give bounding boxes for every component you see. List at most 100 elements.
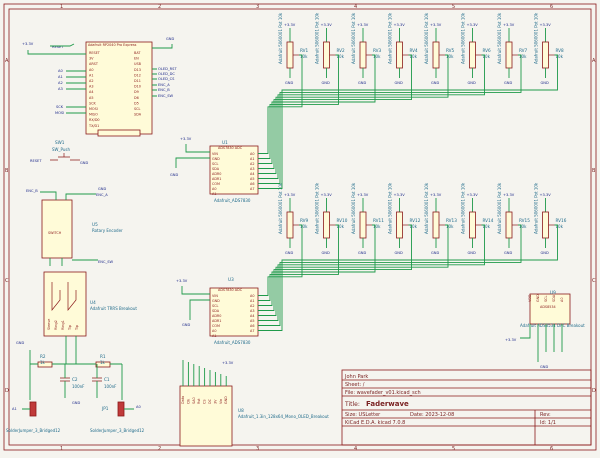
- adc1-pin-left: A1: [212, 192, 216, 196]
- pot-3v3: +3.3V: [430, 193, 442, 197]
- u4-pin: Tip: [68, 325, 72, 331]
- u8-pin: GND: [224, 396, 228, 404]
- pot-ref: RV9: [300, 218, 309, 223]
- net-mosi: MOSI: [55, 111, 64, 115]
- u8-value: Adafruit_1.3in_128x64_Mono_OLED_Breakout: [238, 414, 329, 419]
- u9-value: Adafruit ADS8534 DAC Breakout: [520, 323, 585, 328]
- border-col-top: 4: [354, 4, 357, 10]
- pot-3v3: +3.3V: [503, 23, 515, 27]
- tb-kicad: KiCad E.D.A. kicad 7.0.8: [345, 420, 405, 426]
- adc2-pin-right: A1: [250, 299, 254, 303]
- u8-body: [179, 385, 233, 447]
- mcu-block[interactable]: Adafruit RP2040 Pro Express RESET3VARSTA…: [85, 41, 153, 137]
- adc1-pin-right: A1: [250, 157, 254, 161]
- tb-size: Size: USLetter: [345, 412, 381, 418]
- u8-pin: Data: [181, 396, 185, 404]
- border-col-top: 6: [550, 4, 553, 10]
- pot-value: 10k: [519, 54, 527, 59]
- pot-gnd: GND: [358, 251, 366, 255]
- u8-pin: 3V: [213, 399, 217, 404]
- pot-value: 10k: [373, 224, 381, 229]
- u9-block[interactable]: U9 Adafruit ADS8534 DAC Breakout ADS8534…: [505, 290, 585, 369]
- pot-ref: RV7: [519, 48, 528, 53]
- u5-enc-sw-label: ENC_SW: [98, 260, 114, 264]
- adc2-pin-right: A0: [250, 294, 254, 298]
- u8-block[interactable]: U8 Adafruit_1.3in_128x64_Mono_OLED_Break…: [179, 360, 329, 447]
- adc-pot-wire: [258, 224, 485, 321]
- net-enc-b: ENC_B: [158, 88, 170, 92]
- adc2-pin-left: SCL: [212, 304, 219, 308]
- adc-pot-wire: [258, 224, 412, 311]
- pot-value: 10k: [337, 224, 345, 229]
- adc1-3v3: +3.3V: [180, 137, 192, 141]
- net-oled-rst: OLED_RST: [158, 67, 177, 71]
- pot-gnd: GND: [395, 251, 403, 255]
- adc-pot-wire: [258, 54, 485, 179]
- adc-pot-wire: [258, 224, 376, 306]
- net-enc-a: ENC_A: [158, 83, 170, 87]
- pot-ref: RV12: [410, 218, 421, 223]
- jumpers: A1 SolderJumper_3_Bridged12 JP1 A0 Solde…: [6, 401, 145, 433]
- adc2-block[interactable]: U3 ADS7830 ADC Adafruit_ADS7830 VINGNDSC…: [176, 277, 259, 345]
- mcu-pin-left: MISO: [89, 113, 98, 117]
- pot-ref: RV8: [556, 48, 565, 53]
- pot-3v3: +3.3V: [540, 23, 552, 27]
- u5-block[interactable]: SWITCH U5 Rotary Encoder ENC_B ENC_A ENC…: [26, 187, 123, 266]
- pot-gnd: GND: [431, 251, 439, 255]
- border-row-left: C: [5, 278, 9, 284]
- pot-3v3: +3.3V: [321, 193, 333, 197]
- border-row-left: A: [5, 58, 9, 64]
- adc2-pin-right: A2: [250, 304, 254, 308]
- sw1-ref: SW1: [55, 140, 65, 145]
- u5-body: [41, 199, 73, 259]
- mcu-pin-left: A0: [89, 68, 93, 72]
- net-oled-cs: OLED_CS: [158, 77, 175, 81]
- u9-gnd: GND: [540, 365, 548, 369]
- adc1-value: Adafruit_ADS7830: [214, 198, 251, 203]
- u5-ref: U5: [92, 222, 98, 227]
- adc1-pin-right: A4: [250, 172, 254, 176]
- border-col-bottom: 4: [354, 446, 357, 452]
- pot-body: [542, 211, 549, 239]
- pot-ref: RV16: [556, 218, 567, 223]
- u9-pin: SDA: [552, 294, 556, 302]
- adc1-block[interactable]: U1 ADS7830 ADC Adafruit_ADS7830 VINGNDSC…: [170, 137, 259, 203]
- pot-value: 10k: [300, 224, 308, 229]
- u8-pin: Clk: [186, 399, 190, 404]
- mcu-pin-right: SCL: [134, 107, 141, 111]
- pot-footprint: Adafruit 5060001 Pot 10k: [534, 12, 539, 64]
- pot-value: 10k: [446, 54, 454, 59]
- adc1-pin-right: A7: [250, 187, 254, 191]
- adc2-gnd: GND: [182, 323, 190, 327]
- adc1-pin-left: ADR0: [212, 172, 221, 176]
- pot-body: [396, 41, 403, 69]
- border-row-right: C: [592, 278, 596, 284]
- sw1-block[interactable]: SW1 SW_Push RESET GND: [30, 140, 88, 165]
- adc2-pin-left: COM: [212, 324, 220, 328]
- mcu-pin-right: D12: [134, 73, 141, 77]
- pot-ref: RV3: [373, 48, 382, 53]
- net-a3: A3: [58, 87, 63, 91]
- pot-value: 10k: [519, 224, 527, 229]
- u4-body: [43, 271, 87, 337]
- pot-footprint: Adafruit 5060001 Pot 10k: [315, 12, 320, 64]
- pot-gnd: GND: [468, 251, 476, 255]
- border-row-left: B: [5, 168, 9, 174]
- pot-gnd: GND: [541, 251, 549, 255]
- sw1-gnd: GND: [80, 161, 88, 165]
- pot-gnd: GND: [468, 81, 476, 85]
- pot-footprint: Adafruit 5060001 Pot 10k: [278, 182, 283, 234]
- mcu-left-pins: RESET3VARSTA0A1A2A3A4A5SCKMOSIMISORX/D0T…: [88, 51, 101, 128]
- u9-body: [529, 293, 571, 325]
- sheet-inner-border: [8, 8, 592, 446]
- adc1-pin-left: SCL: [212, 162, 219, 166]
- pot-value: 10k: [483, 54, 491, 59]
- adc1-pin-right: A2: [250, 162, 254, 166]
- pot-body: [542, 41, 549, 69]
